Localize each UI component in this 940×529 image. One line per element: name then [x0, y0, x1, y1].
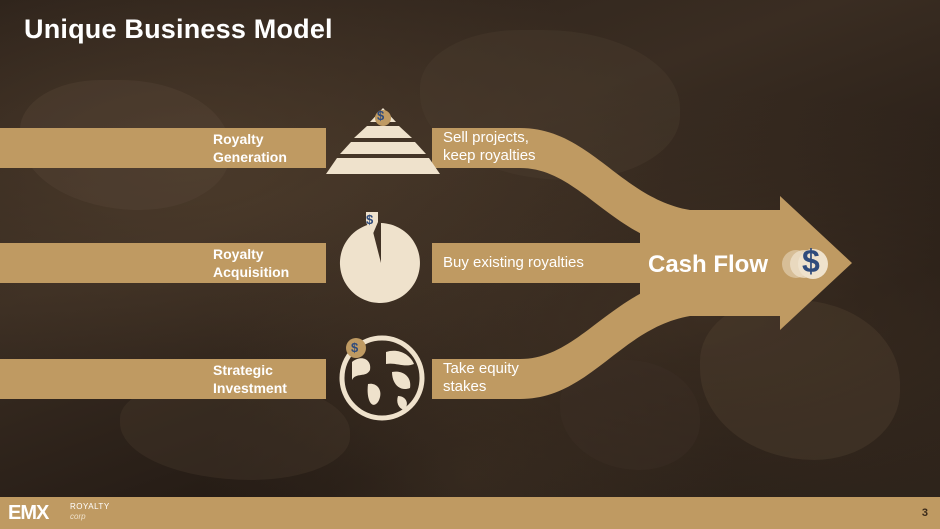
pie-chart-icon	[339, 212, 420, 303]
band-royalty-generation	[0, 128, 326, 168]
dollar-marker-pyramid	[375, 110, 391, 126]
desc-strategic-investment: Take equity stakes	[443, 360, 519, 395]
dollar-icon	[782, 249, 828, 279]
rock-texture	[700, 300, 900, 460]
label-strategic-investment: Strategic Investment	[213, 362, 287, 396]
label-royalty-acquisition: Royalty Acquisition	[213, 246, 290, 280]
dollar-glyph-globe: $	[351, 340, 359, 355]
logo-subtitle: ROYALTY	[70, 502, 110, 511]
pyramid-icon	[326, 108, 440, 174]
band-strategic-investment	[0, 359, 326, 399]
desc-royalty-generation: Sell projects, keep royalties	[443, 129, 536, 164]
rock-texture	[560, 360, 700, 470]
band-royalty-acquisition	[0, 243, 326, 283]
page-title: Unique Business Model	[24, 14, 333, 44]
label-royalty-generation: Royalty Generation	[213, 131, 287, 165]
globe-icon	[339, 335, 425, 421]
logo-subtitle-corp: corp	[70, 512, 86, 521]
desc-royalty-acquisition: Buy existing royalties	[443, 254, 584, 271]
dollar-glyph-cash: $	[802, 243, 820, 279]
page-number: 3	[921, 507, 928, 519]
company-logo: EMX	[8, 502, 49, 524]
dollar-glyph-pie: $	[366, 212, 374, 227]
footer-bar: EMX ROYALTY corp 3	[0, 497, 940, 529]
cash-flow-label: Cash Flow	[648, 251, 769, 278]
cash-flow-arrow	[640, 196, 852, 330]
dollar-glyph-pyramid: $	[377, 108, 385, 123]
